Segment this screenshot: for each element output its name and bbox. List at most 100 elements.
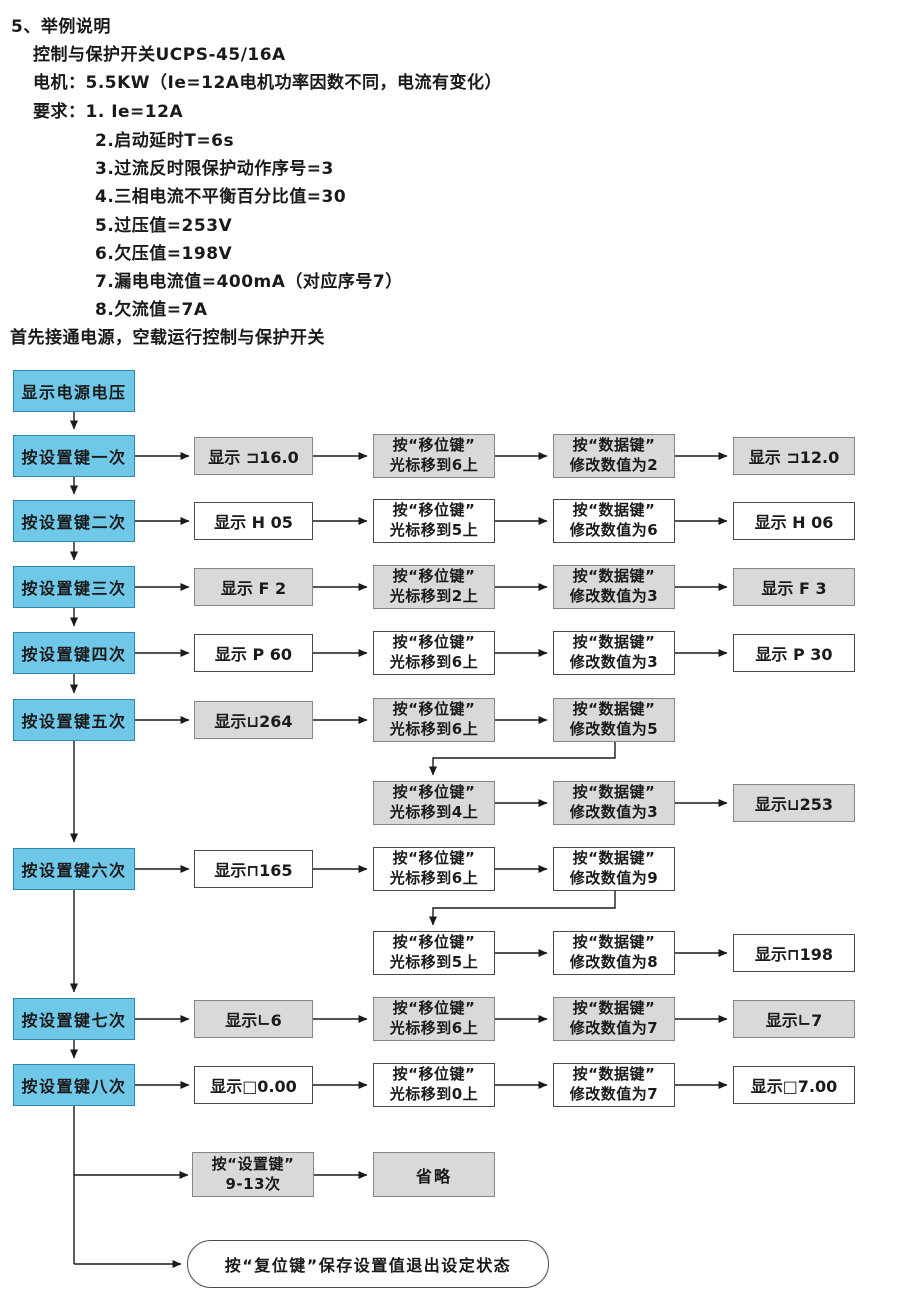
data-key-line-1: 按“数据键” <box>572 436 656 455</box>
steps-9-13-line-1: 按“设置键” <box>211 1154 295 1173</box>
omit-box: 省略 <box>373 1152 495 1197</box>
shift-key-line-2: 光标移到6上 <box>389 720 479 738</box>
data-key-line-1: 按“数据键” <box>572 700 656 719</box>
intro-line-3: 要求：1. Ie=12A <box>33 102 184 122</box>
shift-key-box-6b: 按“移位键” 光标移到5上 <box>373 931 495 975</box>
data-key-line-1: 按“数据键” <box>572 633 656 652</box>
display-box-4: 显示 P 60 <box>194 634 313 672</box>
data-key-box-1: 按“数据键” 修改数值为2 <box>553 434 675 478</box>
step-box-4: 按设置键四次 <box>13 632 135 674</box>
data-key-line-2: 修改数值为2 <box>569 456 659 474</box>
step-box-7: 按设置键七次 <box>13 998 135 1040</box>
shift-key-line-1: 按“移位键” <box>392 567 476 586</box>
shift-key-line-2: 光标移到6上 <box>389 869 479 887</box>
result-box-3: 显示 F 3 <box>733 568 855 606</box>
requirement-item: 6.欠压值=198V <box>95 244 233 264</box>
shift-key-line-1: 按“移位键” <box>392 1065 476 1084</box>
data-key-box-7: 按“数据键” 修改数值为7 <box>553 997 675 1041</box>
shift-key-line-1: 按“移位键” <box>392 633 476 652</box>
shift-key-line-1: 按“移位键” <box>392 999 476 1018</box>
data-key-line-1: 按“数据键” <box>572 783 656 802</box>
shift-key-line-1: 按“移位键” <box>392 783 476 802</box>
steps-9-13-line-2: 9-13次 <box>225 1174 281 1193</box>
shift-key-box-5b: 按“移位键” 光标移到4上 <box>373 781 495 825</box>
intro-line-2: 电机：5.5KW（Ie=12A电机功率因数不同，电流有变化） <box>33 73 502 93</box>
result-box-8: 显示□7.00 <box>733 1066 855 1104</box>
shift-key-line-1: 按“移位键” <box>392 700 476 719</box>
step-box-8: 按设置键八次 <box>13 1064 135 1106</box>
shift-key-line-2: 光标移到5上 <box>389 521 479 539</box>
data-key-box-5b: 按“数据键” 修改数值为3 <box>553 781 675 825</box>
shift-key-box-3: 按“移位键” 光标移到2上 <box>373 565 495 609</box>
data-key-line-1: 按“数据键” <box>572 501 656 520</box>
data-key-line-1: 按“数据键” <box>572 567 656 586</box>
data-key-box-5: 按“数据键” 修改数值为5 <box>553 698 675 742</box>
display-box-3: 显示 F 2 <box>194 568 313 606</box>
shift-key-box-2: 按“移位键” 光标移到5上 <box>373 499 495 543</box>
result-box-1: 显示 ⊐12.0 <box>733 437 855 475</box>
data-key-line-2: 修改数值为3 <box>569 587 659 605</box>
shift-key-line-1: 按“移位键” <box>392 933 476 952</box>
requirement-item: 7.漏电电流值=400mA（对应序号7） <box>95 272 403 292</box>
step-box-5: 按设置键五次 <box>13 699 135 741</box>
steps-9-13-box: 按“设置键” 9-13次 <box>192 1152 314 1197</box>
shift-key-line-1: 按“移位键” <box>392 436 476 455</box>
data-key-box-4: 按“数据键” 修改数值为3 <box>553 631 675 675</box>
result-box-4: 显示 P 30 <box>733 634 855 672</box>
data-key-line-2: 修改数值为3 <box>569 803 659 821</box>
section-title: 5、举例说明 <box>11 17 111 37</box>
result-box-6: 显示⊓198 <box>733 934 855 972</box>
shift-key-line-2: 光标移到6上 <box>389 653 479 671</box>
data-key-line-2: 修改数值为9 <box>569 869 659 887</box>
data-key-line-2: 修改数值为6 <box>569 521 659 539</box>
display-box-6: 显示⊓165 <box>194 850 313 888</box>
shift-key-box-5: 按“移位键” 光标移到6上 <box>373 698 495 742</box>
data-key-line-1: 按“数据键” <box>572 999 656 1018</box>
requirement-item: 8.欠流值=7A <box>95 300 208 320</box>
data-key-line-1: 按“数据键” <box>572 849 656 868</box>
display-box-8: 显示□0.00 <box>194 1066 313 1104</box>
shift-key-line-2: 光标移到6上 <box>389 1019 479 1037</box>
data-key-box-3: 按“数据键” 修改数值为3 <box>553 565 675 609</box>
reset-key-terminator: 按“复位键”保存设置值退出设定状态 <box>187 1240 549 1288</box>
result-box-2: 显示 H 06 <box>733 502 855 540</box>
step-box-2: 按设置键二次 <box>13 500 135 542</box>
display-box-7: 显示∟6 <box>194 1000 313 1038</box>
requirement-item: 5.过压值=253V <box>95 216 233 236</box>
data-key-box-6: 按“数据键” 修改数值为9 <box>553 847 675 891</box>
result-box-5: 显示⊔253 <box>733 784 855 822</box>
requirement-item: 2.启动延时T=6s <box>95 131 235 151</box>
display-box-5: 显示⊔264 <box>194 701 313 739</box>
shift-key-box-8: 按“移位键” 光标移到0上 <box>373 1063 495 1107</box>
shift-key-box-6: 按“移位键” 光标移到6上 <box>373 847 495 891</box>
shift-key-box-4: 按“移位键” 光标移到6上 <box>373 631 495 675</box>
shift-key-line-2: 光标移到0上 <box>389 1085 479 1103</box>
result-box-7: 显示∟7 <box>733 1000 855 1038</box>
shift-key-line-2: 光标移到4上 <box>389 803 479 821</box>
start-box: 显示电源电压 <box>13 370 135 412</box>
intro-line-1: 控制与保护开关UCPS-45/16A <box>33 45 286 65</box>
data-key-box-8: 按“数据键” 修改数值为7 <box>553 1063 675 1107</box>
data-key-box-6b: 按“数据键” 修改数值为8 <box>553 931 675 975</box>
data-key-line-2: 修改数值为8 <box>569 953 659 971</box>
step-box-6: 按设置键六次 <box>13 848 135 890</box>
shift-key-line-2: 光标移到6上 <box>389 456 479 474</box>
shift-key-line-2: 光标移到2上 <box>389 587 479 605</box>
requirement-item: 3.过流反时限保护动作序号=3 <box>95 159 334 179</box>
data-key-line-2: 修改数值为5 <box>569 720 659 738</box>
step-box-1: 按设置键一次 <box>13 435 135 477</box>
shift-key-box-7: 按“移位键” 光标移到6上 <box>373 997 495 1041</box>
shift-key-line-1: 按“移位键” <box>392 849 476 868</box>
step-box-3: 按设置键三次 <box>13 566 135 608</box>
data-key-line-1: 按“数据键” <box>572 1065 656 1084</box>
data-key-line-2: 修改数值为3 <box>569 653 659 671</box>
intro-note: 首先接通电源，空载运行控制与保护开关 <box>10 328 325 348</box>
shift-key-box-1: 按“移位键” 光标移到6上 <box>373 434 495 478</box>
requirement-item: 4.三相电流不平衡百分比值=30 <box>95 187 347 207</box>
data-key-line-1: 按“数据键” <box>572 933 656 952</box>
shift-key-line-1: 按“移位键” <box>392 501 476 520</box>
data-key-line-2: 修改数值为7 <box>569 1019 659 1037</box>
shift-key-line-2: 光标移到5上 <box>389 953 479 971</box>
data-key-line-2: 修改数值为7 <box>569 1085 659 1103</box>
